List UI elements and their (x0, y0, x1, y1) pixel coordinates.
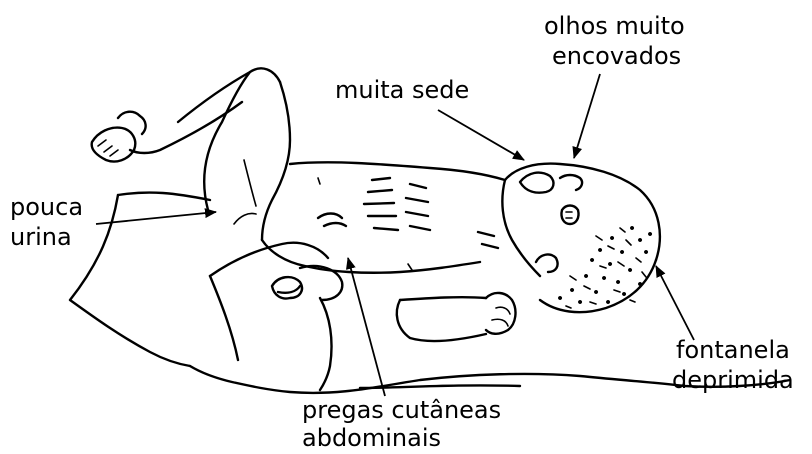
infant-arm-drawing (397, 293, 516, 341)
label-pregas-line1: pregas cutâneas (302, 396, 501, 424)
label-olhos-line2: encovados (552, 42, 681, 70)
caregiver-hand-drawing (210, 243, 342, 390)
label-fontanela-line2: deprimida (672, 366, 794, 394)
arrow-pregas (348, 258, 385, 396)
annotation-arrows (96, 74, 694, 396)
label-pregas-line2: abdominais (302, 424, 441, 452)
arrow-olhos (574, 74, 600, 158)
label-fontanela-line1: fontanela (676, 336, 790, 364)
infant-head-drawing (502, 164, 659, 313)
arrow-fontanela (656, 266, 694, 340)
arrow-sede (438, 110, 524, 160)
label-urina-line1: pouca (10, 193, 83, 221)
infant-torso-drawing (262, 162, 505, 272)
label-muita-sede: muita sede (335, 76, 469, 104)
label-urina-line2: urina (10, 223, 72, 251)
label-olhos-line1: olhos muito (544, 12, 685, 40)
